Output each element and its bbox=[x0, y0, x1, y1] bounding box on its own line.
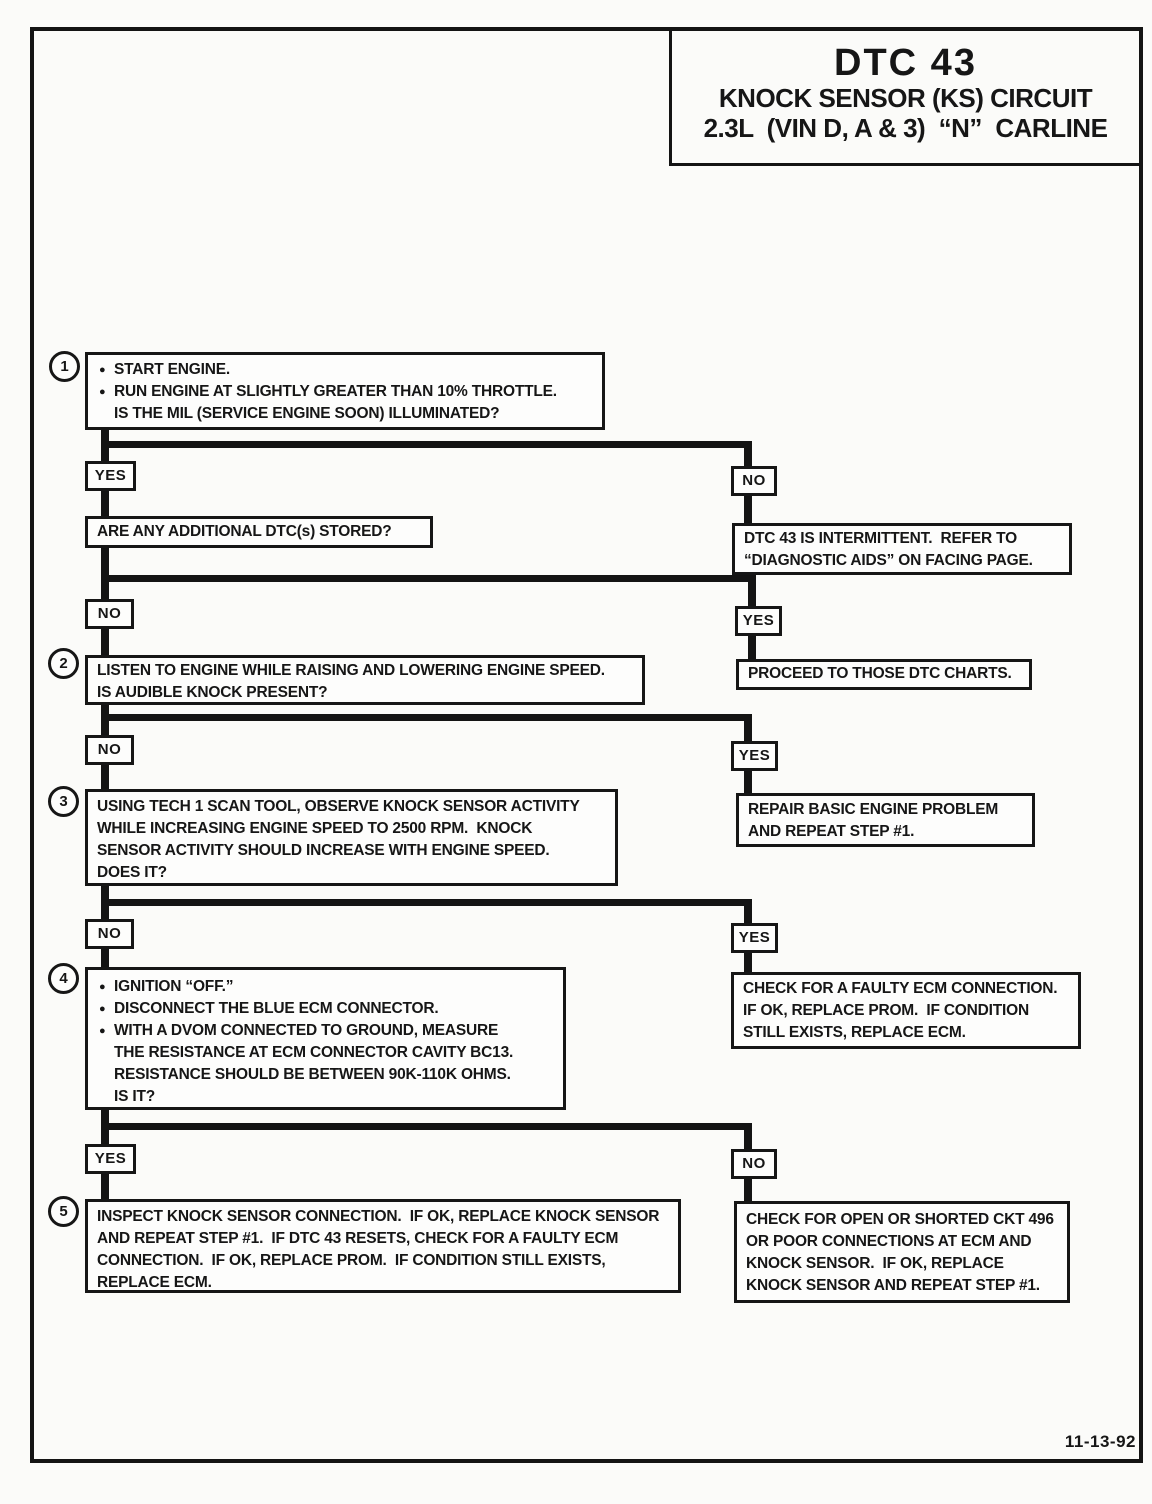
step-2-number: 2 bbox=[48, 648, 79, 679]
result-check-ckt-box: CHECK FOR OPEN OR SHORTED CKT 496 OR POO… bbox=[734, 1201, 1070, 1303]
result-line: REPAIR BASIC ENGINE PROBLEM bbox=[748, 801, 999, 818]
result-line: PROCEED TO THOSE DTC CHARTS. bbox=[748, 665, 1012, 682]
result-proceed-box: PROCEED TO THOSE DTC CHARTS. bbox=[736, 659, 1032, 690]
connector bbox=[101, 1171, 109, 1202]
page-subtitle-1: KNOCK SENSOR (KS) CIRCUIT bbox=[718, 83, 1093, 113]
branch-4-no-label: NO bbox=[85, 919, 134, 949]
connector bbox=[101, 763, 109, 792]
branch-line-3 bbox=[101, 714, 752, 721]
bullet-icon: ● bbox=[99, 386, 106, 398]
branch-3-no-label: NO bbox=[85, 735, 134, 765]
result-intermittent-box: DTC 43 IS INTERMITTENT. REFER TO “DIAGNO… bbox=[732, 523, 1072, 575]
branch-5-yes-label: YES bbox=[85, 1144, 136, 1174]
result-line: DTC 43 IS INTERMITTENT. REFER TO bbox=[744, 530, 1017, 547]
step-4-item-3: WITH A DVOM CONNECTED TO GROUND, MEASURE bbox=[114, 1022, 499, 1039]
connector bbox=[744, 767, 752, 795]
step-1-box: ● START ENGINE. ● RUN ENGINE AT SLIGHTLY… bbox=[85, 352, 605, 430]
revision-date: 11-13-92 bbox=[1064, 1432, 1136, 1451]
question-additional-dtcs-box: ARE ANY ADDITIONAL DTC(s) STORED? bbox=[85, 516, 433, 548]
result-line: STILL EXISTS, REPLACE ECM. bbox=[743, 1024, 966, 1041]
connector bbox=[748, 632, 756, 661]
connector bbox=[101, 702, 109, 738]
step-3-line: SENSOR ACTIVITY SHOULD INCREASE WITH ENG… bbox=[97, 842, 550, 859]
result-line: OR POOR CONNECTIONS AT ECM AND bbox=[746, 1233, 1032, 1250]
connector bbox=[744, 492, 752, 525]
step-2-line: LISTEN TO ENGINE WHILE RAISING AND LOWER… bbox=[97, 662, 605, 679]
branch-4-yes-label: YES bbox=[731, 923, 778, 953]
bullet-icon: ● bbox=[99, 981, 106, 993]
title-block: DTC 43 KNOCK SENSOR (KS) CIRCUIT 2.3L (V… bbox=[669, 31, 1143, 166]
step-4-number: 4 bbox=[48, 963, 79, 994]
branch-line-4 bbox=[101, 899, 752, 906]
step-1-question: IS THE MIL (SERVICE ENGINE SOON) ILLUMIN… bbox=[114, 405, 500, 422]
connector bbox=[744, 718, 752, 744]
connector bbox=[744, 445, 752, 469]
step-3-number: 3 bbox=[48, 786, 79, 817]
page-title: DTC 43 bbox=[834, 42, 977, 84]
step-4-item-2: DISCONNECT THE BLUE ECM CONNECTOR. bbox=[114, 1000, 439, 1017]
branch-2-no-label: NO bbox=[85, 599, 134, 629]
step-5-line: INSPECT KNOCK SENSOR CONNECTION. IF OK, … bbox=[97, 1208, 660, 1225]
step-1-number: 1 bbox=[49, 351, 80, 382]
result-line: IF OK, REPLACE PROM. IF CONDITION bbox=[743, 1002, 1029, 1019]
result-line: AND REPEAT STEP #1. bbox=[748, 823, 915, 840]
step-5-line: AND REPEAT STEP #1. IF DTC 43 RESETS, CH… bbox=[97, 1230, 619, 1247]
connector bbox=[744, 903, 752, 926]
connector bbox=[101, 545, 109, 602]
question-additional-dtcs: ARE ANY ADDITIONAL DTC(s) STORED? bbox=[97, 523, 392, 540]
step-3-line: USING TECH 1 SCAN TOOL, OBSERVE KNOCK SE… bbox=[97, 798, 580, 815]
connector bbox=[101, 489, 109, 518]
page-border bbox=[30, 27, 1143, 1463]
result-line: KNOCK SENSOR. IF OK, REPLACE bbox=[746, 1255, 1004, 1272]
connector bbox=[744, 1175, 752, 1203]
step-4-item-3-cont: RESISTANCE SHOULD BE BETWEEN 90K-110K OH… bbox=[114, 1066, 511, 1083]
branch-2-yes-label: YES bbox=[735, 606, 782, 636]
page-subtitle-2: 2.3L (VIN D, A & 3) “N” CARLINE bbox=[703, 113, 1108, 143]
step-5-number: 5 bbox=[48, 1196, 79, 1227]
step-5-box: INSPECT KNOCK SENSOR CONNECTION. IF OK, … bbox=[85, 1199, 681, 1293]
branch-line-1 bbox=[101, 441, 752, 448]
branch-line-2 bbox=[101, 575, 756, 582]
bullet-icon: ● bbox=[99, 1025, 106, 1037]
step-4-box: ● IGNITION “OFF.” ● DISCONNECT THE BLUE … bbox=[85, 967, 566, 1110]
branch-line-5 bbox=[101, 1123, 752, 1130]
branch-5-no-label: NO bbox=[731, 1149, 777, 1179]
step-3-line: WHILE INCREASING ENGINE SPEED TO 2500 RP… bbox=[97, 820, 533, 837]
branch-3-yes-label: YES bbox=[731, 741, 778, 771]
result-check-ecm-box: CHECK FOR A FAULTY ECM CONNECTION. IF OK… bbox=[731, 972, 1081, 1049]
connector bbox=[101, 885, 109, 922]
step-3-box: USING TECH 1 SCAN TOOL, OBSERVE KNOCK SE… bbox=[85, 789, 618, 886]
connector bbox=[744, 949, 752, 974]
bullet-icon: ● bbox=[99, 1003, 106, 1015]
connector bbox=[748, 579, 756, 609]
connector bbox=[101, 946, 109, 970]
step-1-item-1: START ENGINE. bbox=[114, 361, 230, 378]
step-4-question: IS IT? bbox=[114, 1088, 155, 1105]
connector bbox=[744, 1127, 752, 1152]
step-4-item-3-cont: THE RESISTANCE AT ECM CONNECTOR CAVITY B… bbox=[114, 1044, 514, 1061]
step-3-line: DOES IT? bbox=[97, 864, 167, 881]
step-5-line: REPLACE ECM. bbox=[97, 1274, 212, 1291]
result-line: “DIAGNOSTIC AIDS” ON FACING PAGE. bbox=[744, 552, 1033, 569]
step-4-item-1: IGNITION “OFF.” bbox=[114, 978, 234, 995]
step-2-line: IS AUDIBLE KNOCK PRESENT? bbox=[97, 684, 328, 701]
connector bbox=[101, 627, 109, 657]
connector bbox=[101, 1108, 109, 1147]
result-line: KNOCK SENSOR AND REPEAT STEP #1. bbox=[746, 1277, 1040, 1294]
step-2-box: LISTEN TO ENGINE WHILE RAISING AND LOWER… bbox=[85, 655, 645, 705]
result-repair-box: REPAIR BASIC ENGINE PROBLEM AND REPEAT S… bbox=[736, 793, 1035, 847]
step-1-item-2: RUN ENGINE AT SLIGHTLY GREATER THAN 10% … bbox=[114, 383, 557, 400]
branch-1-yes-label: YES bbox=[85, 461, 136, 491]
bullet-icon: ● bbox=[99, 364, 106, 376]
result-line: CHECK FOR A FAULTY ECM CONNECTION. bbox=[743, 980, 1058, 997]
result-line: CHECK FOR OPEN OR SHORTED CKT 496 bbox=[746, 1211, 1054, 1228]
step-5-line: CONNECTION. IF OK, REPLACE PROM. IF COND… bbox=[97, 1252, 606, 1269]
branch-1-no-label: NO bbox=[731, 466, 777, 496]
connector bbox=[101, 428, 109, 464]
